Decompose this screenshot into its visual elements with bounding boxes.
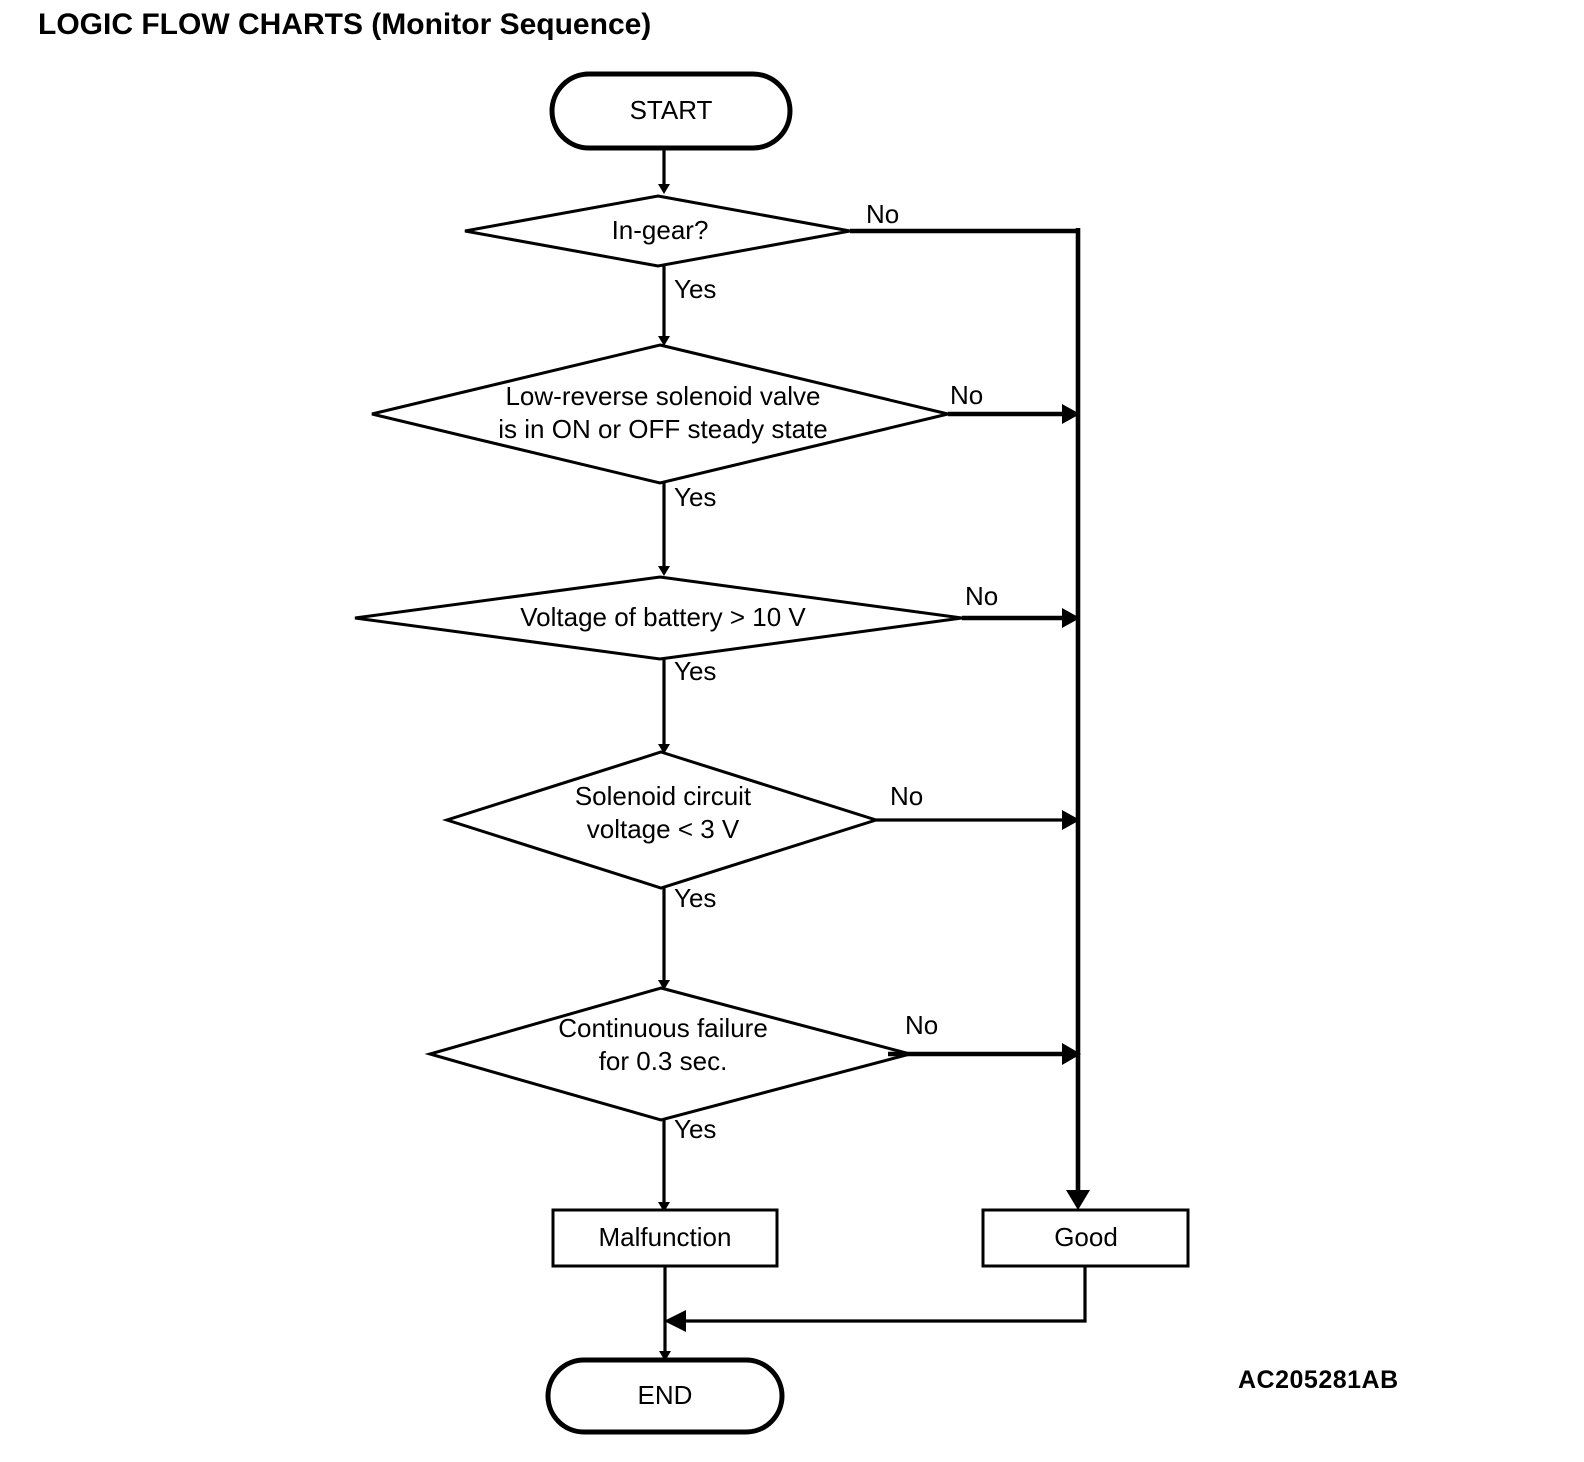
node-end: END [545,1357,785,1435]
d1-label: In-gear? [612,215,709,245]
d1-no-label: No [866,199,899,229]
d2-yes-label: Yes [674,482,716,512]
start-label: START [630,95,713,125]
reference-code: AC205281AB [1238,1366,1399,1394]
good-label: Good [1054,1222,1118,1252]
end-terminal-shape [545,1357,785,1435]
d3-label-line1: Voltage of battery > 10 V [520,602,806,632]
d4-yes-label: Yes [674,883,716,913]
node-d4-solenoid-circuit-voltage: Solenoid circuit voltage < 3 V [442,750,881,890]
d5-decision-shape [424,986,916,1122]
d2-no-label: No [950,380,983,410]
page-title: LOGIC FLOW CHARTS (Monitor Sequence) [38,8,652,41]
d1-yes-label: Yes [674,274,716,304]
edge-d2-no-arrowhead [1062,404,1080,424]
end-label: END [638,1380,693,1410]
d3-decision-shape [354,575,963,661]
d4-label-line1: Solenoid circuit [575,781,752,811]
node-d1-in-gear: In-gear? [464,194,851,268]
d2-label-line1: Low-reverse solenoid valve [505,381,820,411]
edge-d4-no-arrowhead [1062,810,1080,830]
d4-label-line2: voltage < 3 V [587,814,740,844]
d4-no-label: No [890,781,923,811]
node-start: START [549,71,793,151]
bus-arrowhead-to-good [1066,1190,1090,1210]
d4-decision-shape [442,750,881,890]
d3-no-label: No [965,581,998,611]
d5-yes-label: Yes [674,1114,716,1144]
start-terminal-shape [549,71,793,151]
good-box-shape [981,1208,1190,1268]
edge-d5-no-arrowhead [1062,1043,1081,1065]
node-good: Good [981,1208,1190,1268]
malfunction-label: Malfunction [599,1222,732,1252]
edge-good-to-end [680,1266,1087,1323]
edge-good-join-arrowhead [664,1310,686,1332]
d2-decision-shape [371,343,949,485]
d3-yes-label: Yes [674,656,716,686]
d5-label-line1: Continuous failure [558,1013,768,1043]
d5-no-label: No [905,1010,938,1040]
d2-label-line2: is in ON or OFF steady state [498,414,827,444]
node-d2-low-reverse-solenoid: Low-reverse solenoid valve is in ON or O… [371,343,949,485]
node-malfunction: Malfunction [551,1208,779,1268]
d1-decision-shape [464,194,851,268]
malfunction-box-shape [551,1208,779,1268]
edge-d3-no-arrowhead [1062,608,1080,628]
node-d3-battery-voltage: Voltage of battery > 10 V [354,575,963,661]
node-d5-continuous-failure: Continuous failure for 0.3 sec. [424,986,916,1122]
d5-label-line2: for 0.3 sec. [599,1046,728,1076]
